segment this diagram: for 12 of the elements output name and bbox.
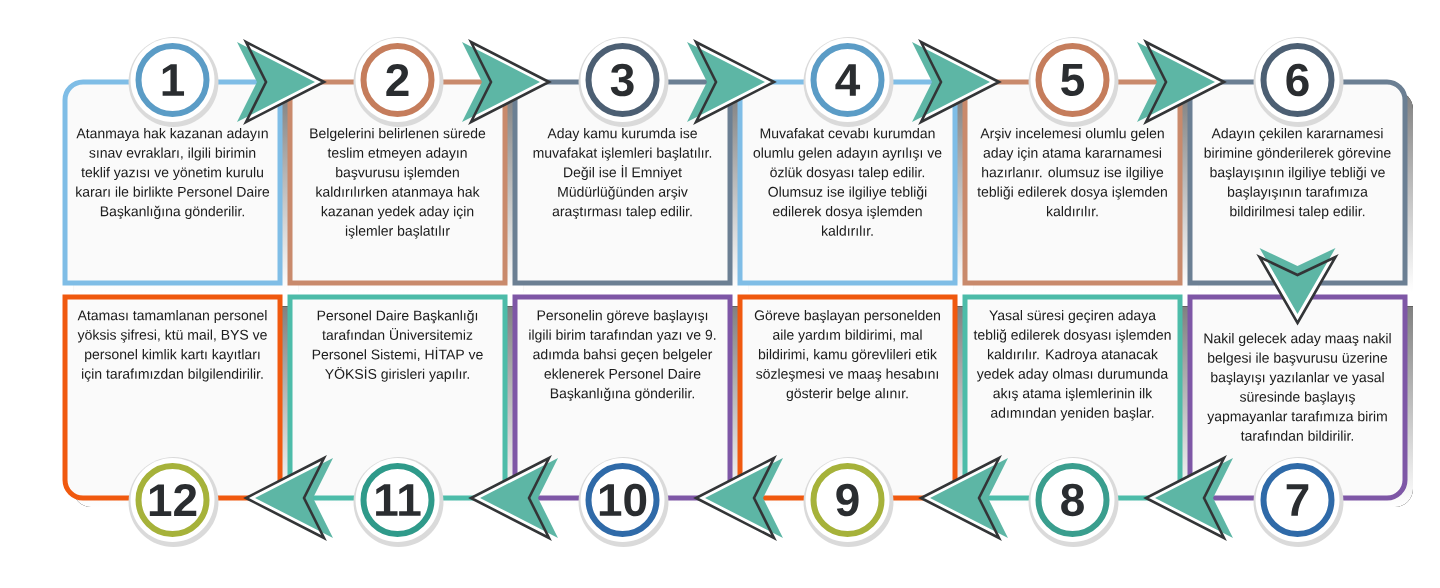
number-badge: 10 — [578, 457, 669, 547]
number-badge: 2 — [353, 37, 444, 127]
number-badge: 8 — [1028, 457, 1119, 547]
number-badge: 1 — [128, 37, 219, 127]
number-badge: 5 — [1028, 37, 1119, 127]
number-badge: 6 — [1253, 37, 1344, 127]
number-badge: 4 — [803, 37, 894, 127]
number-badge: 11 — [353, 457, 444, 547]
number-badge: 7 — [1253, 457, 1344, 547]
number-badge: 3 — [578, 37, 669, 127]
number-badge: 9 — [803, 457, 894, 547]
number-badge: 12 — [128, 457, 219, 547]
